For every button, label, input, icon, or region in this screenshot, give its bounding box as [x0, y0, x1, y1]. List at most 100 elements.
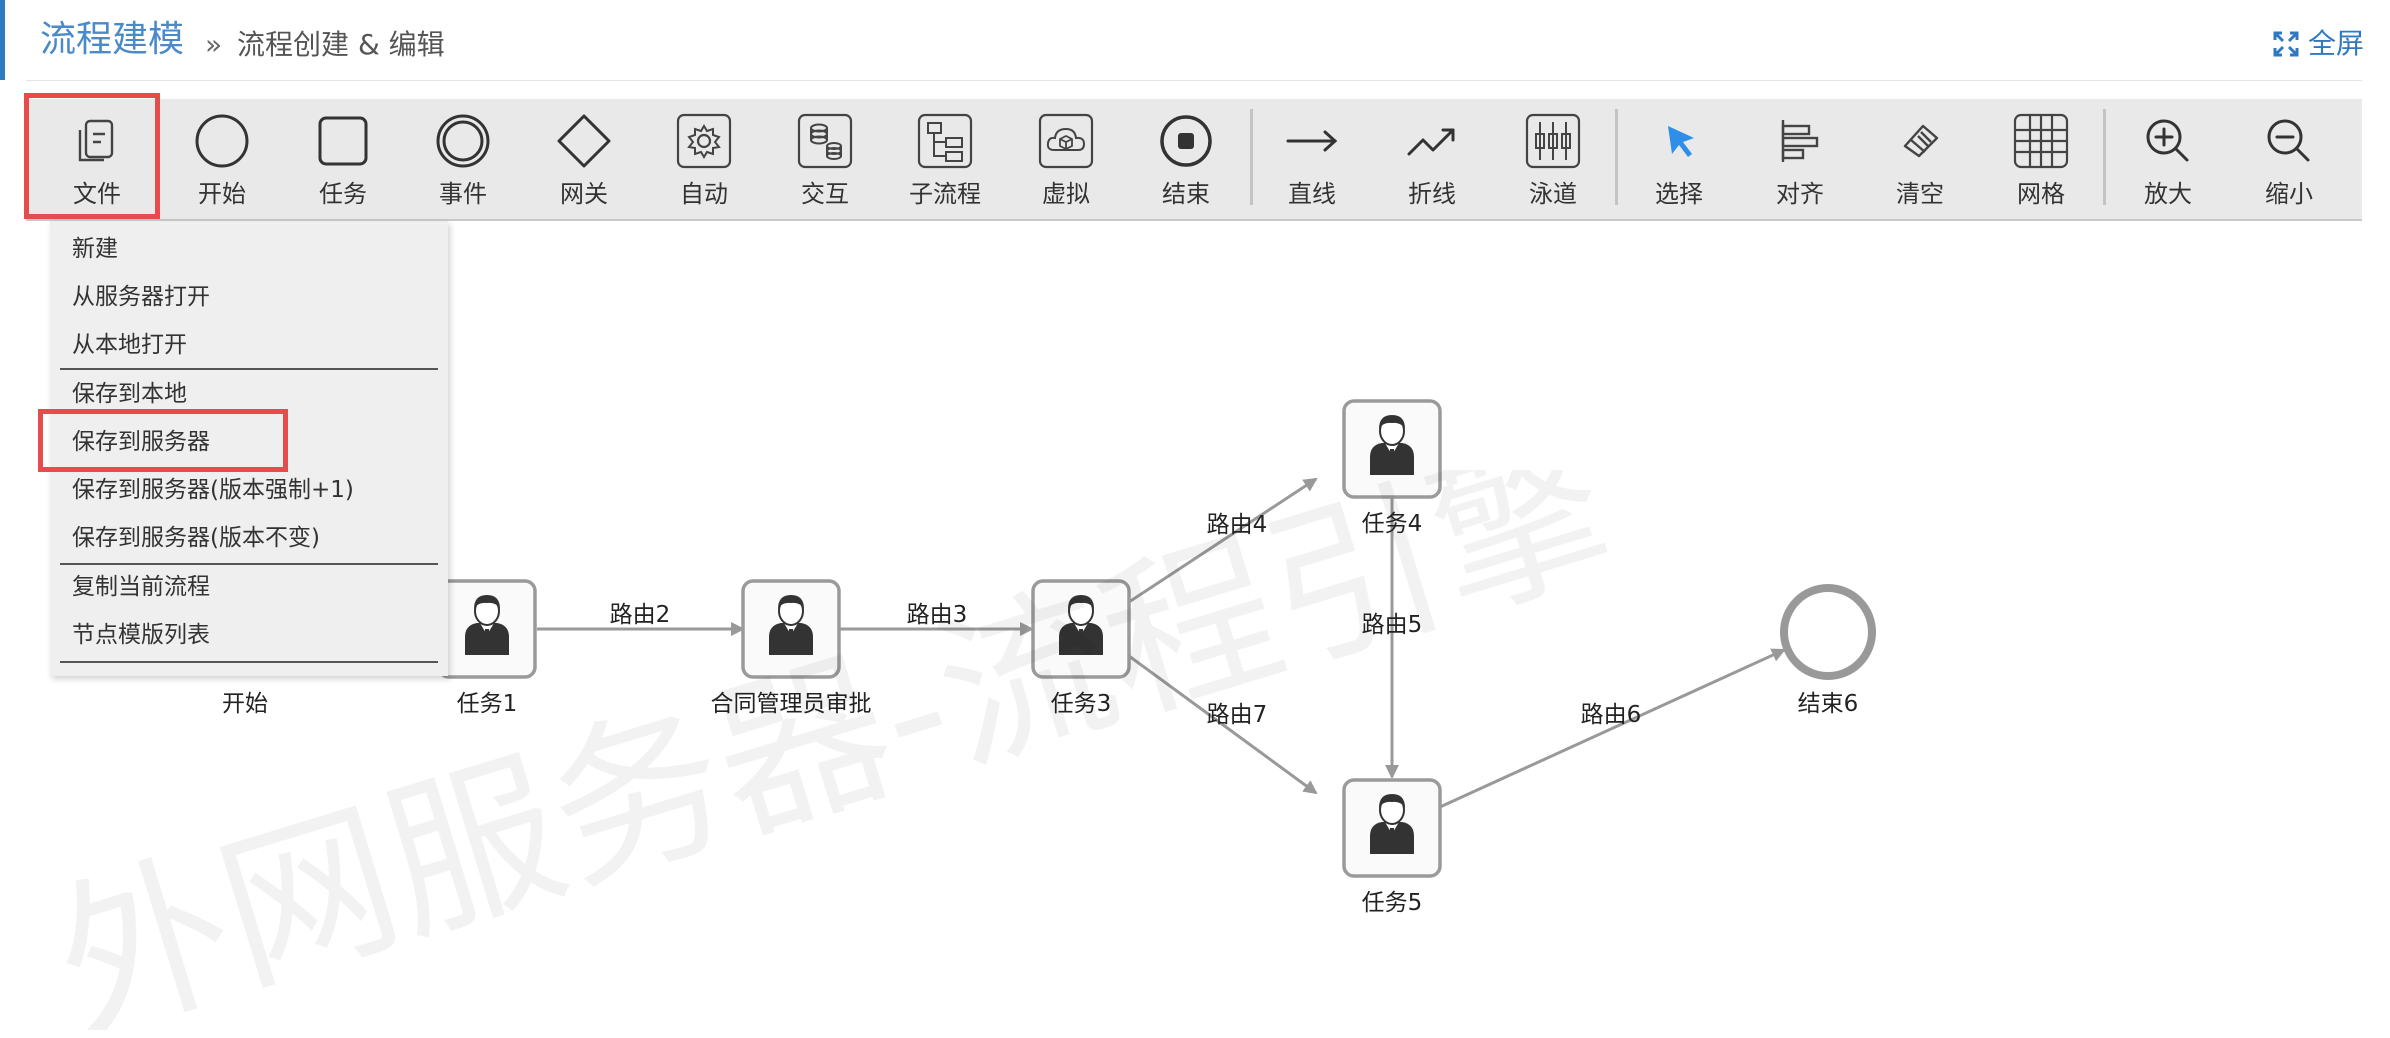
menu-divider [60, 563, 438, 565]
task-node-3[interactable] [1031, 579, 1131, 679]
grid-icon [2013, 113, 2069, 169]
route-label-4: 路由4 [1207, 512, 1268, 538]
toolbar-separator [2103, 109, 2106, 205]
eraser-icon [1903, 124, 1939, 158]
toolbar-subprocess-button[interactable]: 子流程 [890, 99, 1000, 219]
toolbar-zoom-in-label: 放大 [2144, 180, 2192, 208]
toolbar-auto-label: 自动 [680, 180, 728, 208]
align-left-icon [1781, 120, 1819, 162]
toolbar-zoom-in-button[interactable]: 放大 [2113, 99, 2223, 219]
gateway-diamond-icon [557, 114, 611, 168]
node-label-start: 开始 [222, 691, 268, 717]
end-circle-icon [1160, 115, 1212, 167]
zoom-in-icon [2146, 119, 2189, 162]
toolbar-gateway-button[interactable]: 网关 [529, 99, 639, 219]
menu-item-open-from-server[interactable]: 从服务器打开 [72, 284, 210, 310]
toolbar-event-button[interactable]: 事件 [408, 99, 518, 219]
cloud-box-icon [1038, 113, 1094, 169]
toolbar-align-button[interactable]: 对齐 [1745, 99, 1855, 219]
page-header: 流程建模 » 流程创建 & 编辑 全屏 [0, 0, 2390, 82]
toolbar-separator [1250, 109, 1253, 205]
header-accent-bar [0, 0, 5, 80]
toolbar-subprocess-label: 子流程 [909, 180, 981, 208]
save-to-server-highlight [38, 409, 288, 472]
polyline-arrow-icon [1407, 128, 1455, 156]
toolbar-virtual-label: 虚拟 [1042, 180, 1090, 208]
swimlane-icon [1525, 113, 1581, 169]
file-icon [78, 119, 114, 162]
menu-item-copy-process[interactable]: 复制当前流程 [72, 574, 210, 600]
toolbar-polyline-button[interactable]: 折线 [1377, 99, 1487, 219]
route-label-6: 路由6 [1581, 702, 1642, 728]
file-button-highlight [24, 93, 160, 219]
node-label-task4: 任务4 [1362, 511, 1423, 537]
toolbar-zoom-out-label: 缩小 [2265, 180, 2313, 208]
toolbar-zoom-out-button[interactable]: 缩小 [2234, 99, 2344, 219]
gear-icon [676, 113, 732, 169]
cursor-icon [1668, 126, 1694, 157]
start-circle-icon [195, 114, 249, 168]
node-label-task3: 任务3 [1051, 691, 1112, 717]
route-label-5: 路由5 [1362, 612, 1423, 638]
toolbar-end-button[interactable]: 结束 [1131, 99, 1241, 219]
toolbar-clear-label: 清空 [1896, 180, 1944, 208]
breadcrumb-separator: » [205, 28, 223, 61]
task-node-1[interactable] [437, 579, 537, 679]
process-canvas[interactable]: 路由2 路由3 路由4 路由5 路由7 路由6 开始 任务1 合同管理员审批 任… [26, 222, 2362, 1034]
toolbar-select-button[interactable]: 选择 [1624, 99, 1734, 219]
toolbar-polyline-label: 折线 [1408, 180, 1456, 208]
menu-item-save-local[interactable]: 保存到本地 [72, 381, 187, 407]
menu-item-save-server-version-plus[interactable]: 保存到服务器(版本强制+1) [72, 477, 354, 503]
page-title: 流程建模 [40, 19, 185, 60]
event-double-circle-icon [436, 114, 490, 168]
node-label-approve: 合同管理员审批 [711, 691, 872, 717]
route-line-7[interactable] [1128, 654, 1318, 795]
expand-icon [2273, 31, 2299, 57]
toolbar-clear-button[interactable]: 清空 [1865, 99, 1975, 219]
menu-divider [60, 661, 438, 663]
toolbar: 文件 开始 任务 事件 网关 自动 交互 [26, 99, 2362, 221]
toolbar-start-label: 开始 [198, 180, 246, 208]
route-line-4[interactable] [1128, 477, 1318, 604]
route-line-6[interactable] [1439, 648, 1786, 809]
node-label-task5: 任务5 [1362, 890, 1423, 916]
toolbar-grid-label: 网格 [2017, 180, 2065, 208]
toolbar-virtual-button[interactable]: 虚拟 [1011, 99, 1121, 219]
toolbar-file-label: 文件 [73, 180, 121, 208]
toolbar-swimlane-label: 泳道 [1529, 180, 1577, 208]
toolbar-select-label: 选择 [1655, 180, 1703, 208]
fullscreen-label: 全屏 [2307, 27, 2364, 60]
toolbar-swimlane-button[interactable]: 泳道 [1498, 99, 1608, 219]
toolbar-file-button[interactable]: 文件 [42, 99, 152, 219]
menu-divider [60, 368, 438, 370]
fullscreen-button[interactable]: 全屏 [2272, 24, 2364, 64]
arrow-right-icon [1286, 130, 1338, 152]
task-node-4[interactable] [1342, 399, 1442, 499]
node-label-end6: 结束6 [1798, 691, 1859, 717]
node-label-task1: 任务1 [457, 691, 518, 717]
file-dropdown-menu: 新建 从服务器打开 从本地打开 保存到本地 保存到服务器 保存到服务器(版本强制… [50, 221, 448, 676]
task-node-5[interactable] [1342, 778, 1442, 878]
menu-item-node-templates[interactable]: 节点模版列表 [72, 622, 210, 648]
route-label-3: 路由3 [907, 602, 968, 628]
breadcrumb: » 流程创建 & 编辑 [205, 25, 445, 65]
toolbar-task-button[interactable]: 任务 [288, 99, 398, 219]
toolbar-interact-button[interactable]: 交互 [770, 99, 880, 219]
toolbar-task-label: 任务 [319, 180, 367, 208]
task-square-icon [318, 116, 368, 166]
toolbar-end-label: 结束 [1162, 180, 1210, 208]
menu-item-save-server-version-same[interactable]: 保存到服务器(版本不变) [72, 525, 320, 551]
zoom-out-icon [2267, 119, 2310, 162]
task-node-approve[interactable] [741, 579, 841, 679]
end-node-6[interactable] [1780, 584, 1876, 680]
menu-item-new[interactable]: 新建 [72, 236, 118, 262]
toolbar-auto-button[interactable]: 自动 [649, 99, 759, 219]
header-divider [26, 80, 2362, 81]
menu-item-open-local[interactable]: 从本地打开 [72, 332, 187, 358]
toolbar-line-button[interactable]: 直线 [1257, 99, 1367, 219]
toolbar-align-label: 对齐 [1776, 180, 1824, 208]
toolbar-grid-button[interactable]: 网格 [1986, 99, 2096, 219]
toolbar-start-button[interactable]: 开始 [167, 99, 277, 219]
page-subtitle: 流程创建 & 编辑 [237, 28, 445, 61]
menu-item-save-server[interactable]: 保存到服务器 [72, 429, 210, 455]
